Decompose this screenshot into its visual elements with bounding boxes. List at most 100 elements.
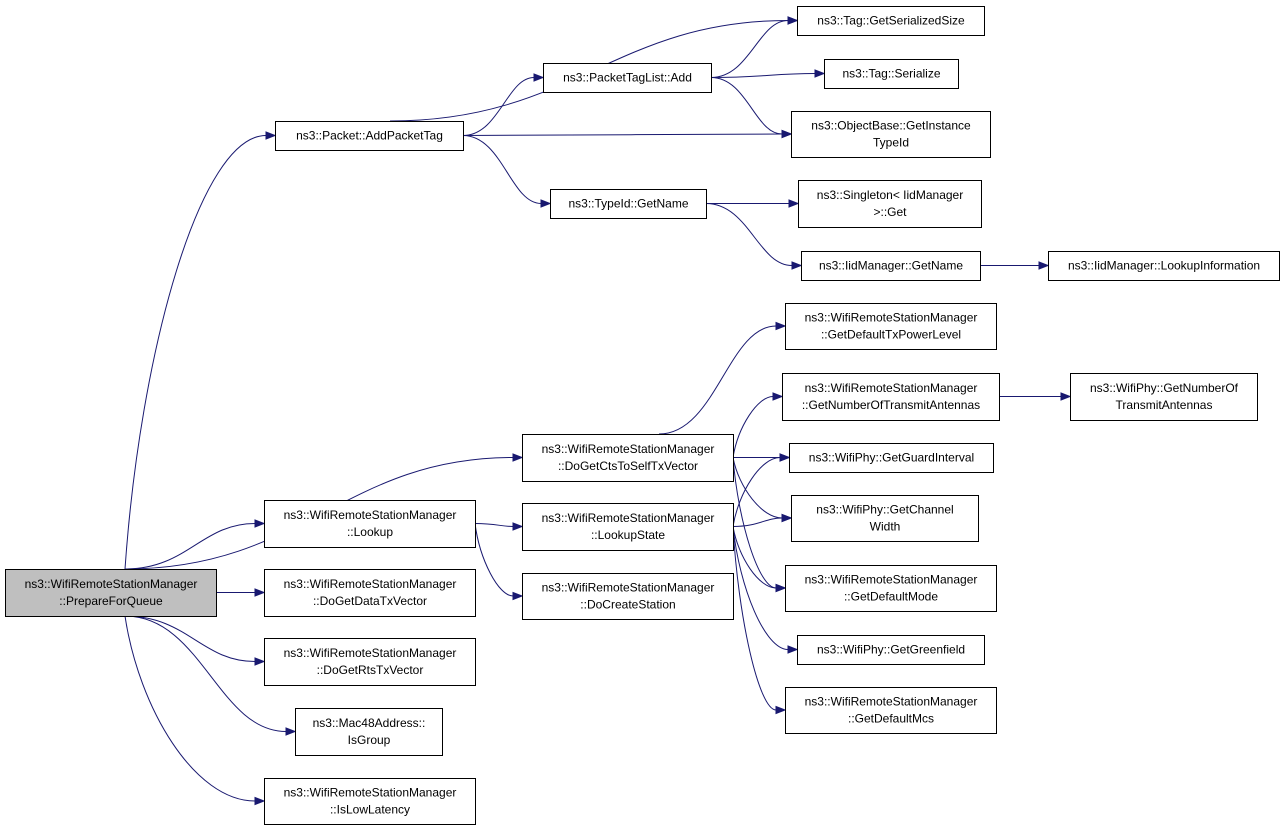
edge-line [462, 133, 783, 136]
edge-arrowhead [787, 16, 799, 25]
node-label-line: ns3::WifiRemoteStationManager [25, 577, 198, 591]
edge-arrowhead [775, 321, 787, 331]
edge-packet-tag-list-add-to-tag-get-serialized-size [710, 16, 799, 78]
node-wifi-phy-get-greenfield[interactable]: ns3::WifiPhy::GetGreenfield [797, 635, 985, 665]
node-add-packet-tag[interactable]: ns3::Packet::AddPacketTag [275, 121, 464, 151]
node-box [791, 495, 979, 542]
node-box [797, 635, 985, 665]
node-label-line: ::LookupState [591, 528, 665, 542]
edge-arrowhead [533, 73, 545, 82]
node-label-line: ::DoGetRtsTxVector [317, 663, 424, 677]
edge-line [732, 526, 777, 589]
node-wifi-phy-get-guard-interval[interactable]: ns3::WifiPhy::GetGuardInterval [789, 443, 994, 473]
edge-arrowhead [254, 657, 266, 666]
edge-arrowhead [265, 131, 277, 140]
node-do-create-station[interactable]: ns3::WifiRemoteStationManager::DoCreateS… [522, 573, 734, 620]
node-label-line: ns3::IidManager::LookupInformation [1068, 259, 1260, 273]
edge-iid-manager-get-name-to-iid-manager-lookup-information [980, 261, 1050, 270]
node-box [797, 6, 985, 36]
node-lookup[interactable]: ns3::WifiRemoteStationManager::Lookup [264, 500, 476, 548]
node-get-default-mcs[interactable]: ns3::WifiRemoteStationManager::GetDefaul… [785, 687, 997, 734]
edge-lookup-to-lookup-state [474, 522, 524, 531]
edge-line [462, 135, 542, 204]
node-label-line: ::IsLowLatency [330, 803, 410, 817]
node-get-default-mode[interactable]: ns3::WifiRemoteStationManager::GetDefaul… [785, 565, 997, 612]
node-box [275, 121, 464, 151]
edge-add-packet-tag-to-object-base-get-instance-type-id [462, 129, 793, 139]
node-box [264, 500, 476, 548]
edge-line [732, 526, 777, 711]
node-do-get-data-tx-vector[interactable]: ns3::WifiRemoteStationManager::DoGetData… [264, 569, 476, 617]
node-label-line: ns3::Tag::Serialize [842, 67, 940, 81]
node-label-line: ::DoGetCtsToSelfTxVector [558, 459, 698, 473]
edge-arrowhead [781, 129, 793, 139]
node-label-line: ::Lookup [347, 525, 393, 539]
node-is-low-latency[interactable]: ns3::WifiRemoteStationManager::IsLowLate… [264, 778, 476, 825]
node-label-line: ns3::WifiRemoteStationManager [542, 442, 715, 456]
call-graph-edges [124, 16, 1072, 806]
node-label-line: TypeId [873, 136, 909, 150]
node-box [791, 111, 991, 158]
node-label-line: ns3::WifiRemoteStationManager [542, 511, 715, 525]
node-do-get-cts-to-self-tx-vector[interactable]: ns3::WifiRemoteStationManager::DoGetCtsT… [522, 434, 734, 482]
edge-line [658, 325, 777, 435]
edge-type-id-get-name-to-iid-manager-get-name [705, 203, 803, 270]
edge-line [732, 457, 781, 527]
edge-lookup-to-do-create-station [474, 523, 524, 601]
node-label-line: ::DoCreateStation [580, 598, 675, 612]
node-label-line: ns3::WifiPhy::GetNumberOf [1090, 381, 1239, 395]
edge-root-to-add-packet-tag [124, 131, 277, 570]
node-iid-manager-lookup-information[interactable]: ns3::IidManager::LookupInformation [1048, 251, 1280, 281]
edge-type-id-get-name-to-singleton-get [705, 199, 800, 208]
node-box [264, 638, 476, 686]
edge-line [124, 523, 256, 570]
node-wifi-phy-get-number-of-transmit-antennas[interactable]: ns3::WifiPhy::GetNumberOfTransmitAntenna… [1070, 373, 1258, 421]
node-label-line: ::GetNumberOfTransmitAntennas [802, 398, 980, 412]
node-iid-manager-get-name[interactable]: ns3::IidManager::GetName [801, 251, 981, 281]
node-box [801, 251, 981, 281]
node-label-line: ::GetDefaultTxPowerLevel [821, 328, 961, 342]
node-type-id-get-name[interactable]: ns3::TypeId::GetName [550, 189, 707, 219]
node-label-line: ns3::WifiRemoteStationManager [284, 508, 457, 522]
node-label-line: ns3::WifiPhy::GetGreenfield [817, 643, 965, 657]
node-packet-tag-list-add[interactable]: ns3::PacketTagList::Add [543, 63, 712, 93]
node-label-line: ns3::WifiRemoteStationManager [805, 381, 978, 395]
node-label-line: ns3::WifiRemoteStationManager [284, 786, 457, 800]
edge-line [732, 457, 783, 519]
node-box [264, 569, 476, 617]
edge-get-number-of-transmit-antennas-to-wifi-phy-get-number-of-transmit-antennas [999, 392, 1072, 401]
node-label-line: ::DoGetDataTxVector [313, 594, 427, 608]
node-mac48-is-group[interactable]: ns3::Mac48Address::IsGroup [295, 708, 443, 756]
node-tag-serialize[interactable]: ns3::Tag::Serialize [824, 59, 959, 89]
edge-lookup-state-to-get-default-mode [732, 526, 787, 593]
node-do-get-rts-tx-vector[interactable]: ns3::WifiRemoteStationManager::DoGetRtsT… [264, 638, 476, 686]
node-label-line: >::Get [873, 205, 907, 219]
edge-line [732, 517, 783, 527]
edge-line [732, 457, 777, 589]
edge-arrowhead [775, 705, 787, 715]
node-singleton-get[interactable]: ns3::Singleton< IidManager>::Get [798, 180, 982, 228]
node-root[interactable]: ns3::WifiRemoteStationManager::PrepareFo… [5, 569, 217, 617]
node-tag-get-serialized-size[interactable]: ns3::Tag::GetSerializedSize [797, 6, 985, 36]
node-get-number-of-transmit-antennas[interactable]: ns3::WifiRemoteStationManager::GetNumber… [782, 373, 1000, 421]
edge-line [705, 203, 793, 266]
node-label-line: TransmitAntennas [1116, 398, 1213, 412]
node-get-default-tx-power-level[interactable]: ns3::WifiRemoteStationManager::GetDefaul… [785, 303, 997, 350]
edge-arrowhead [772, 392, 784, 401]
node-box [785, 565, 997, 612]
edge-line [124, 615, 256, 662]
node-label-line: ns3::ObjectBase::GetInstance [811, 119, 971, 133]
edge-arrowhead [254, 588, 266, 597]
edge-do-get-cts-to-self-tx-vector-to-wifi-phy-get-channel-width [732, 457, 793, 523]
node-box [782, 373, 1000, 421]
node-box [798, 180, 982, 228]
node-box [789, 443, 994, 473]
edge-arrowhead [788, 199, 800, 208]
node-box [824, 59, 959, 89]
node-lookup-state[interactable]: ns3::WifiRemoteStationManager::LookupSta… [522, 503, 734, 551]
node-box [264, 778, 476, 825]
edge-root-to-is-low-latency [124, 615, 266, 806]
